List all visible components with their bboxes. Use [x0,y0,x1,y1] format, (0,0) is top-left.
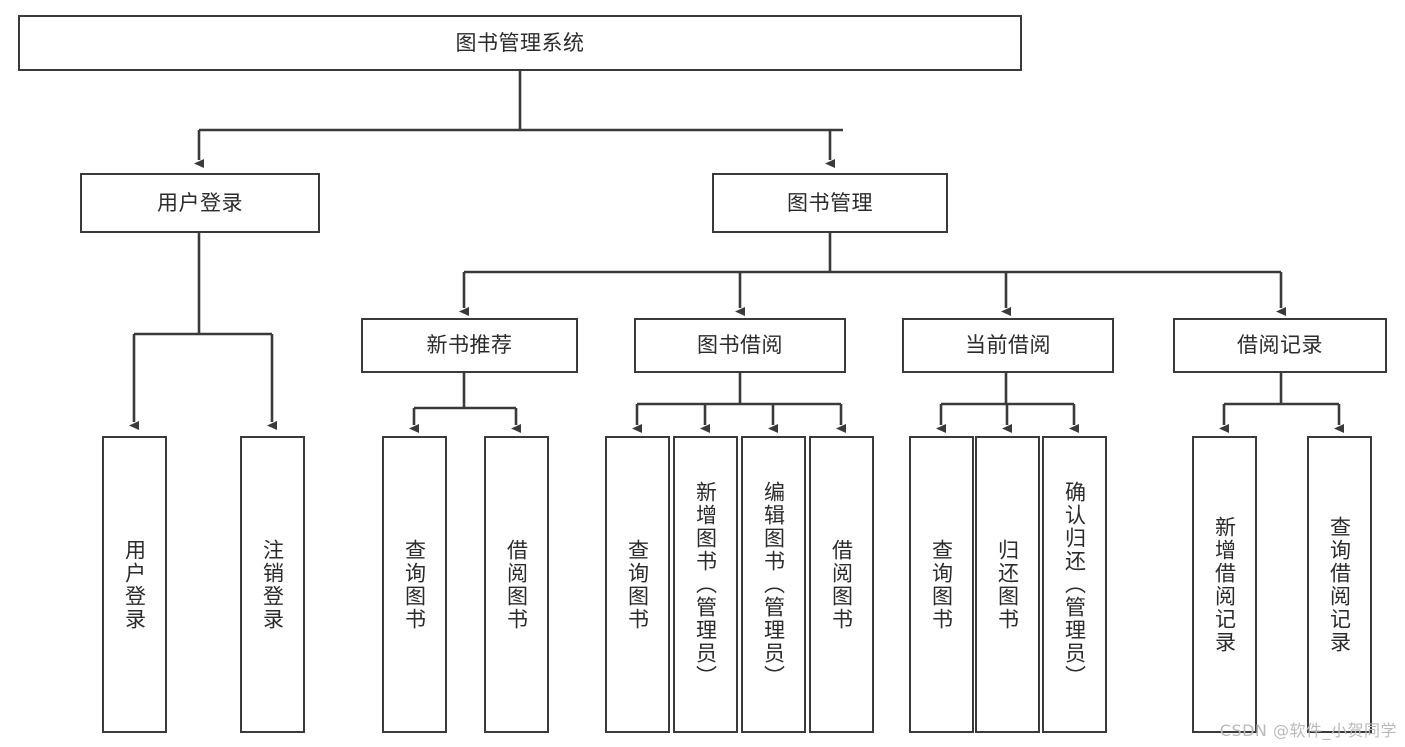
node-current-borrow[interactable]: 当前借阅 [902,318,1114,373]
node-leaf-label: 确认归还（管理员） [1062,481,1087,688]
node-leaf-book-borrow-query[interactable]: 查询图书 [605,436,670,733]
node-leaf-book-borrow-borrow[interactable]: 借阅图书 [809,436,874,733]
node-borrow-record[interactable]: 借阅记录 [1173,318,1387,373]
node-new-book-recommend[interactable]: 新书推荐 [361,318,578,373]
node-leaf-current-borrow-confirm[interactable]: 确认归还（管理员） [1042,436,1107,733]
node-leaf-book-borrow-add[interactable]: 新增图书（管理员） [673,436,738,733]
node-borrow-record-label: 借阅记录 [1237,333,1323,358]
node-leaf-label: 借阅图书 [504,538,529,631]
node-leaf-user-login-logout[interactable]: 注销登录 [240,436,305,733]
node-leaf-label: 查询图书 [402,538,427,631]
node-leaf-new-book-query[interactable]: 查询图书 [382,436,447,733]
node-user-login[interactable]: 用户登录 [80,173,320,233]
node-book-management-label: 图书管理 [787,190,873,215]
node-user-login-label: 用户登录 [157,190,243,215]
node-leaf-label: 编辑图书（管理员） [761,481,786,688]
node-new-book-recommend-label: 新书推荐 [426,333,513,358]
node-leaf-new-book-borrow[interactable]: 借阅图书 [484,436,549,733]
node-root-label: 图书管理系统 [455,30,585,55]
node-leaf-current-borrow-query[interactable]: 查询图书 [909,436,974,733]
node-leaf-user-login-login[interactable]: 用户登录 [102,436,167,733]
node-leaf-label: 查询借阅记录 [1327,515,1352,654]
node-root-book-management-system[interactable]: 图书管理系统 [18,15,1022,71]
node-leaf-label: 归还图书 [995,538,1020,631]
node-leaf-label: 用户登录 [122,538,147,631]
node-leaf-label: 新增图书（管理员） [693,481,718,688]
node-leaf-label: 新增借阅记录 [1212,515,1237,654]
node-current-borrow-label: 当前借阅 [965,333,1051,358]
node-book-borrow-label: 图书借阅 [697,333,783,358]
node-leaf-borrow-record-add[interactable]: 新增借阅记录 [1192,436,1257,733]
node-leaf-borrow-record-query[interactable]: 查询借阅记录 [1307,436,1372,733]
node-leaf-label: 查询图书 [929,538,954,631]
node-leaf-current-borrow-return[interactable]: 归还图书 [975,436,1040,733]
node-leaf-book-borrow-edit[interactable]: 编辑图书（管理员） [741,436,806,733]
node-leaf-label: 查询图书 [625,538,650,631]
node-book-management[interactable]: 图书管理 [712,173,948,233]
node-leaf-label: 注销登录 [260,538,285,631]
node-leaf-label: 借阅图书 [829,538,854,631]
node-book-borrow[interactable]: 图书借阅 [634,318,846,373]
